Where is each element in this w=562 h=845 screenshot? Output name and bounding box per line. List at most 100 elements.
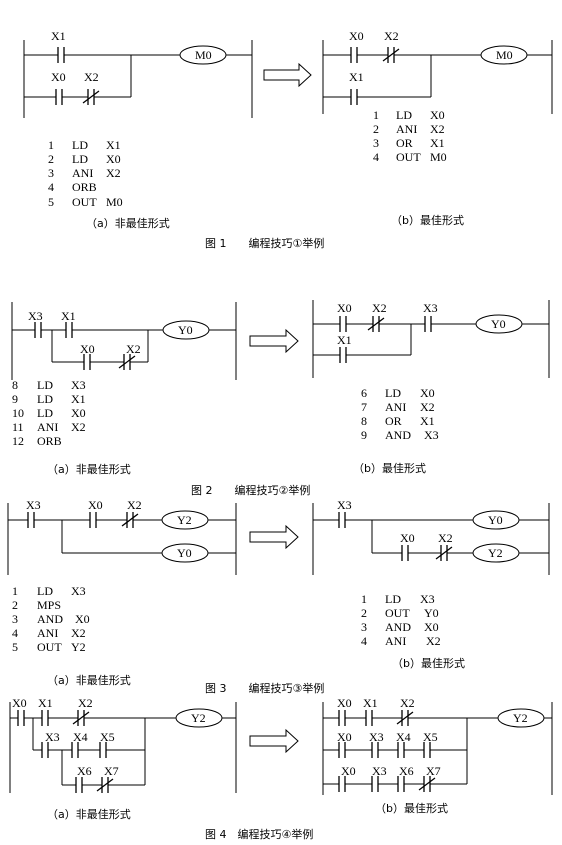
ladder-label: OUT — [37, 640, 62, 654]
ladder-label: ANI — [385, 634, 406, 648]
ladder-label: ANI — [385, 400, 406, 414]
ladder-wire — [367, 317, 385, 331]
ladder-wire — [82, 90, 100, 104]
ladder-label: X2 — [78, 696, 93, 710]
ladder-label: X3 — [71, 378, 86, 392]
ladder-label: 2 — [361, 606, 367, 620]
fig2-a-caption: （a）非最佳形式 — [47, 462, 131, 476]
fig4-title: 图 4 编程技巧④举例 — [205, 827, 313, 841]
ladder-contact — [71, 742, 79, 758]
arrow-right-icon — [249, 728, 299, 754]
ladder-label: 2 — [12, 598, 18, 612]
ladder-wire — [435, 546, 453, 560]
ladder-label: OUT — [385, 606, 410, 620]
ladder-label: LD — [72, 152, 88, 166]
ladder-label: X2 — [438, 531, 453, 545]
arrow-right-icon — [249, 328, 299, 354]
ladder-contact — [83, 354, 91, 370]
ladder-label: 10 — [12, 406, 24, 420]
fig3-b-ladder: X3 X0 X2 Y0 Y2 — [312, 498, 550, 575]
ladder-label: 1 — [361, 592, 367, 606]
ladder-label: LD — [37, 584, 53, 598]
ladder-wire — [121, 513, 139, 527]
ladder-label: X0 — [88, 498, 103, 512]
contact-label: X1 — [51, 29, 66, 43]
ladder-contact — [338, 512, 346, 528]
ladder-label: Y2 — [191, 711, 206, 725]
ladder-label: X1 — [349, 70, 364, 84]
ladder-label: M0 — [430, 150, 447, 164]
fig1-a-ladder: X1 X0 X2 M0 — [23, 29, 253, 118]
ladder-contact — [17, 710, 25, 726]
ladder-label: X1 — [337, 333, 352, 347]
ladder-label: X0 — [75, 612, 90, 626]
ladder-label: X0 — [337, 730, 352, 744]
ladder-label: X7 — [426, 764, 441, 778]
ladder-label: 7 — [361, 400, 367, 414]
ladder-label: 2 — [48, 152, 54, 166]
ladder-label: X0 — [12, 696, 27, 710]
ladder-contact — [65, 322, 73, 338]
ladder-label: Y0 — [491, 317, 506, 331]
ladder-label: X1 — [106, 138, 121, 152]
ladder-contact — [27, 512, 35, 528]
ladder-label: X0 — [424, 620, 439, 634]
ladder-label: OR — [385, 414, 402, 428]
ladder-label: X3 — [28, 309, 43, 323]
fig3-a-caption: （a）非最佳形式 — [47, 673, 131, 687]
ladder-label: Y2 — [177, 513, 192, 527]
ladder-wire — [418, 777, 436, 791]
ladder-label: AND — [37, 612, 63, 626]
ladder-label: Y2 — [513, 711, 528, 725]
fig3-title: 图 3 编程技巧③举例 — [205, 681, 324, 695]
ladder-label: X3 — [71, 584, 86, 598]
fig3-b-caption: （b）最佳形式 — [392, 656, 465, 670]
fig2-a-ladder: X3 X1 X0 X2 Y0 — [11, 302, 237, 380]
ladder-label: M0 — [496, 48, 513, 62]
ladder-label: 1 — [373, 108, 379, 122]
ladder-label: Y2 — [71, 640, 86, 654]
ladder-label: 3 — [373, 136, 379, 150]
ladder-wire — [396, 711, 414, 725]
ladder-label: AND — [385, 428, 411, 442]
ladder-label: 1 — [48, 138, 54, 152]
ladder-contact — [397, 742, 405, 758]
contact-no — [55, 89, 63, 105]
ladder-label: X1 — [363, 696, 378, 710]
ladder-label: X0 — [430, 108, 445, 122]
ladder-label: 6 — [361, 386, 367, 400]
ladder-contact — [350, 47, 358, 63]
fig2-b-ladder: X0 X2 X3 X1 Y0 — [312, 300, 550, 378]
ladder-label: OUT — [396, 150, 421, 164]
ladder-label: X2 — [71, 420, 86, 434]
ladder-label: X2 — [372, 301, 387, 315]
ladder-label: 9 — [12, 392, 18, 406]
ladder-contact — [423, 742, 431, 758]
ladder-contact — [99, 742, 107, 758]
ladder-label: Y2 — [488, 546, 503, 560]
arrow-right-icon — [263, 62, 312, 88]
ladder-label: X0 — [420, 386, 435, 400]
ladder-contact — [338, 710, 346, 726]
ladder-label: 4 — [361, 634, 367, 648]
ladder-label: X2 — [127, 498, 142, 512]
ladder-wire — [72, 711, 90, 725]
ladder-wire — [96, 778, 114, 792]
ladder-label: X2 — [426, 634, 441, 648]
fig1-title: 图 1 编程技巧①举例 — [205, 236, 324, 250]
ladder-label: MPS — [37, 598, 61, 612]
ladder-label: 5 — [48, 195, 54, 209]
ladder-label: X0 — [337, 301, 352, 315]
ladder-contact — [338, 776, 346, 792]
ladder-label: 3 — [48, 166, 54, 180]
ladder-label: X6 — [77, 764, 92, 778]
ladder-label: ANI — [37, 420, 58, 434]
fig4-b-ladder: X0 X1 X2 X0 X3 X4 X5 X0 X3 X6 X7 Y2 — [322, 696, 553, 795]
ladder-label: 1 — [12, 584, 18, 598]
ladder-label: X3 — [420, 592, 435, 606]
ladder-label: ORB — [72, 180, 97, 194]
ladder-label: X0 — [71, 406, 86, 420]
ladder-label: LD — [37, 406, 53, 420]
